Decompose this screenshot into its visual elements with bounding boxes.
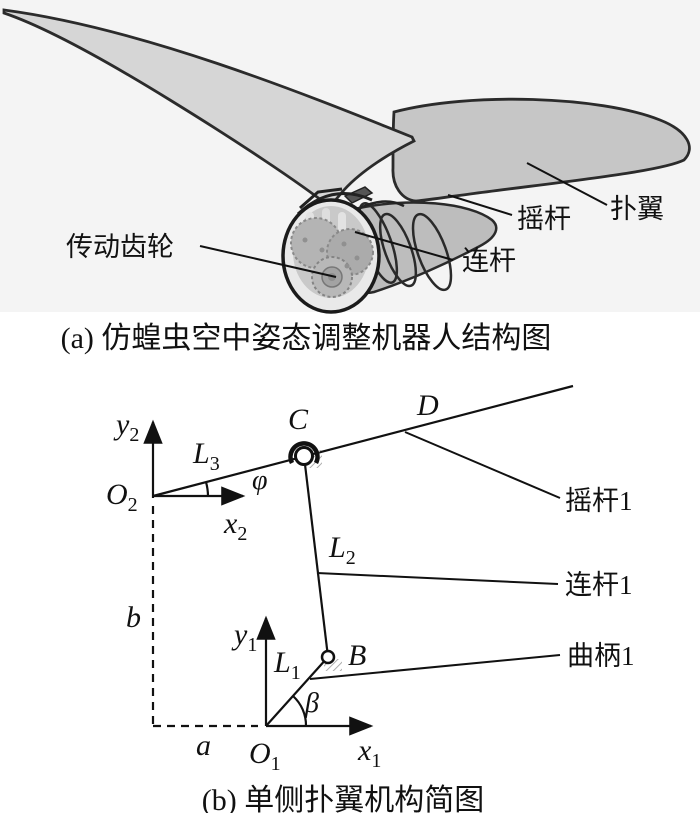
joint-B: [320, 649, 342, 671]
leader-wing: [526, 162, 608, 206]
label-y2: y2: [113, 408, 139, 446]
label-O2: O2: [106, 478, 138, 516]
label-x1: x1: [357, 734, 381, 772]
label-rocker1: 摇杆1: [565, 486, 633, 516]
label-L3: L3: [192, 437, 220, 475]
leader-rocker1: [404, 431, 561, 499]
panel-a-robot-structure: 传动齿轮 连杆 摇杆 扑翼 (a) 仿蝗虫空中姿态调整机器人结构图: [0, 0, 700, 355]
label-beta: β: [304, 688, 319, 719]
leader-crank1: [309, 654, 561, 680]
caption-b: (b) 单侧扑翼机构简图: [202, 784, 484, 813]
beta-angle-arc: [292, 695, 308, 727]
rocker-bar: [152, 384, 574, 498]
left-wing: [2, 8, 416, 209]
label-crank1: 曲柄1: [567, 641, 635, 671]
label-D: D: [416, 389, 439, 422]
label-link: 连杆: [462, 246, 516, 276]
label-gear: 传动齿轮: [66, 232, 174, 262]
label-link1: 连杆1: [565, 570, 633, 600]
label-C: C: [288, 403, 309, 436]
label-L2: L2: [328, 531, 356, 569]
label-O1: O1: [249, 737, 281, 775]
caption-a: (a) 仿蝗虫空中姿态调整机器人结构图: [61, 322, 552, 355]
connecting-rod: [302, 455, 330, 658]
label-phi: φ: [252, 465, 268, 496]
phi-angle-arc: [204, 481, 210, 497]
label-dim-b: b: [126, 601, 141, 634]
label-x2: x2: [223, 507, 247, 545]
leader-gear: [199, 245, 337, 278]
label-B: B: [348, 639, 366, 672]
label-L1: L1: [273, 646, 301, 684]
label-y1: y1: [231, 618, 257, 656]
right-wing: [391, 97, 691, 203]
leader-link: [354, 231, 454, 261]
label-rocker: 摇杆: [517, 204, 571, 234]
crank-bar: [265, 656, 329, 727]
label-wing: 扑翼: [610, 194, 664, 224]
gear-housing: [281, 198, 381, 314]
leader-rocker: [447, 194, 513, 216]
leader-link1: [316, 572, 559, 585]
panel-b-mechanism-schematic: y2 O2 x2 L3 L2 L1 y1 O1 x1 C D B φ β a b…: [106, 384, 635, 813]
joint-C: [288, 441, 322, 468]
label-dim-a: a: [196, 729, 211, 762]
transmission-gears: [290, 217, 374, 298]
